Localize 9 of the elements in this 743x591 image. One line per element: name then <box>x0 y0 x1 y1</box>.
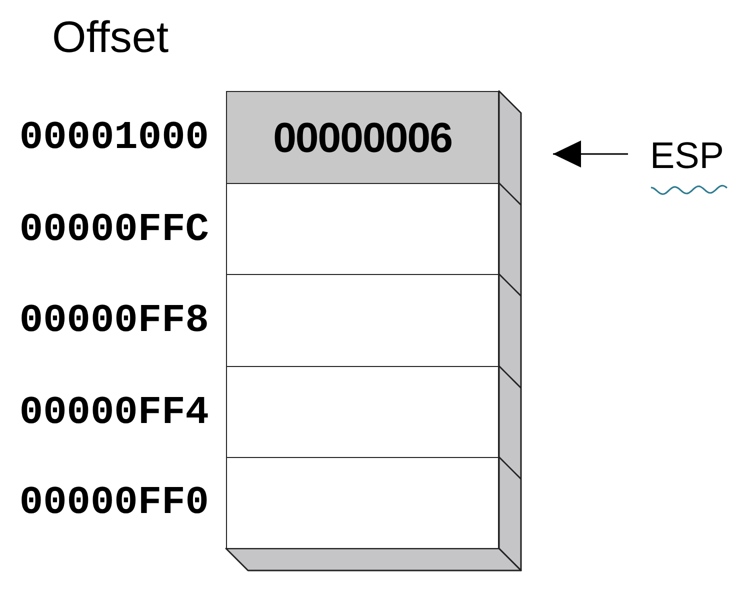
offset-address: 00000FF4 <box>19 392 209 432</box>
offset-address: 00000FFC <box>19 210 209 249</box>
arrow <box>553 140 628 168</box>
offset-address: 00000FF0 <box>19 483 209 523</box>
column-heading: Offset <box>52 16 169 60</box>
offset-address: 00001000 <box>19 118 209 158</box>
cell-value: 00000006 <box>273 116 452 158</box>
register-label: ESP <box>650 136 724 174</box>
offset-address: 00000FF8 <box>19 300 209 340</box>
